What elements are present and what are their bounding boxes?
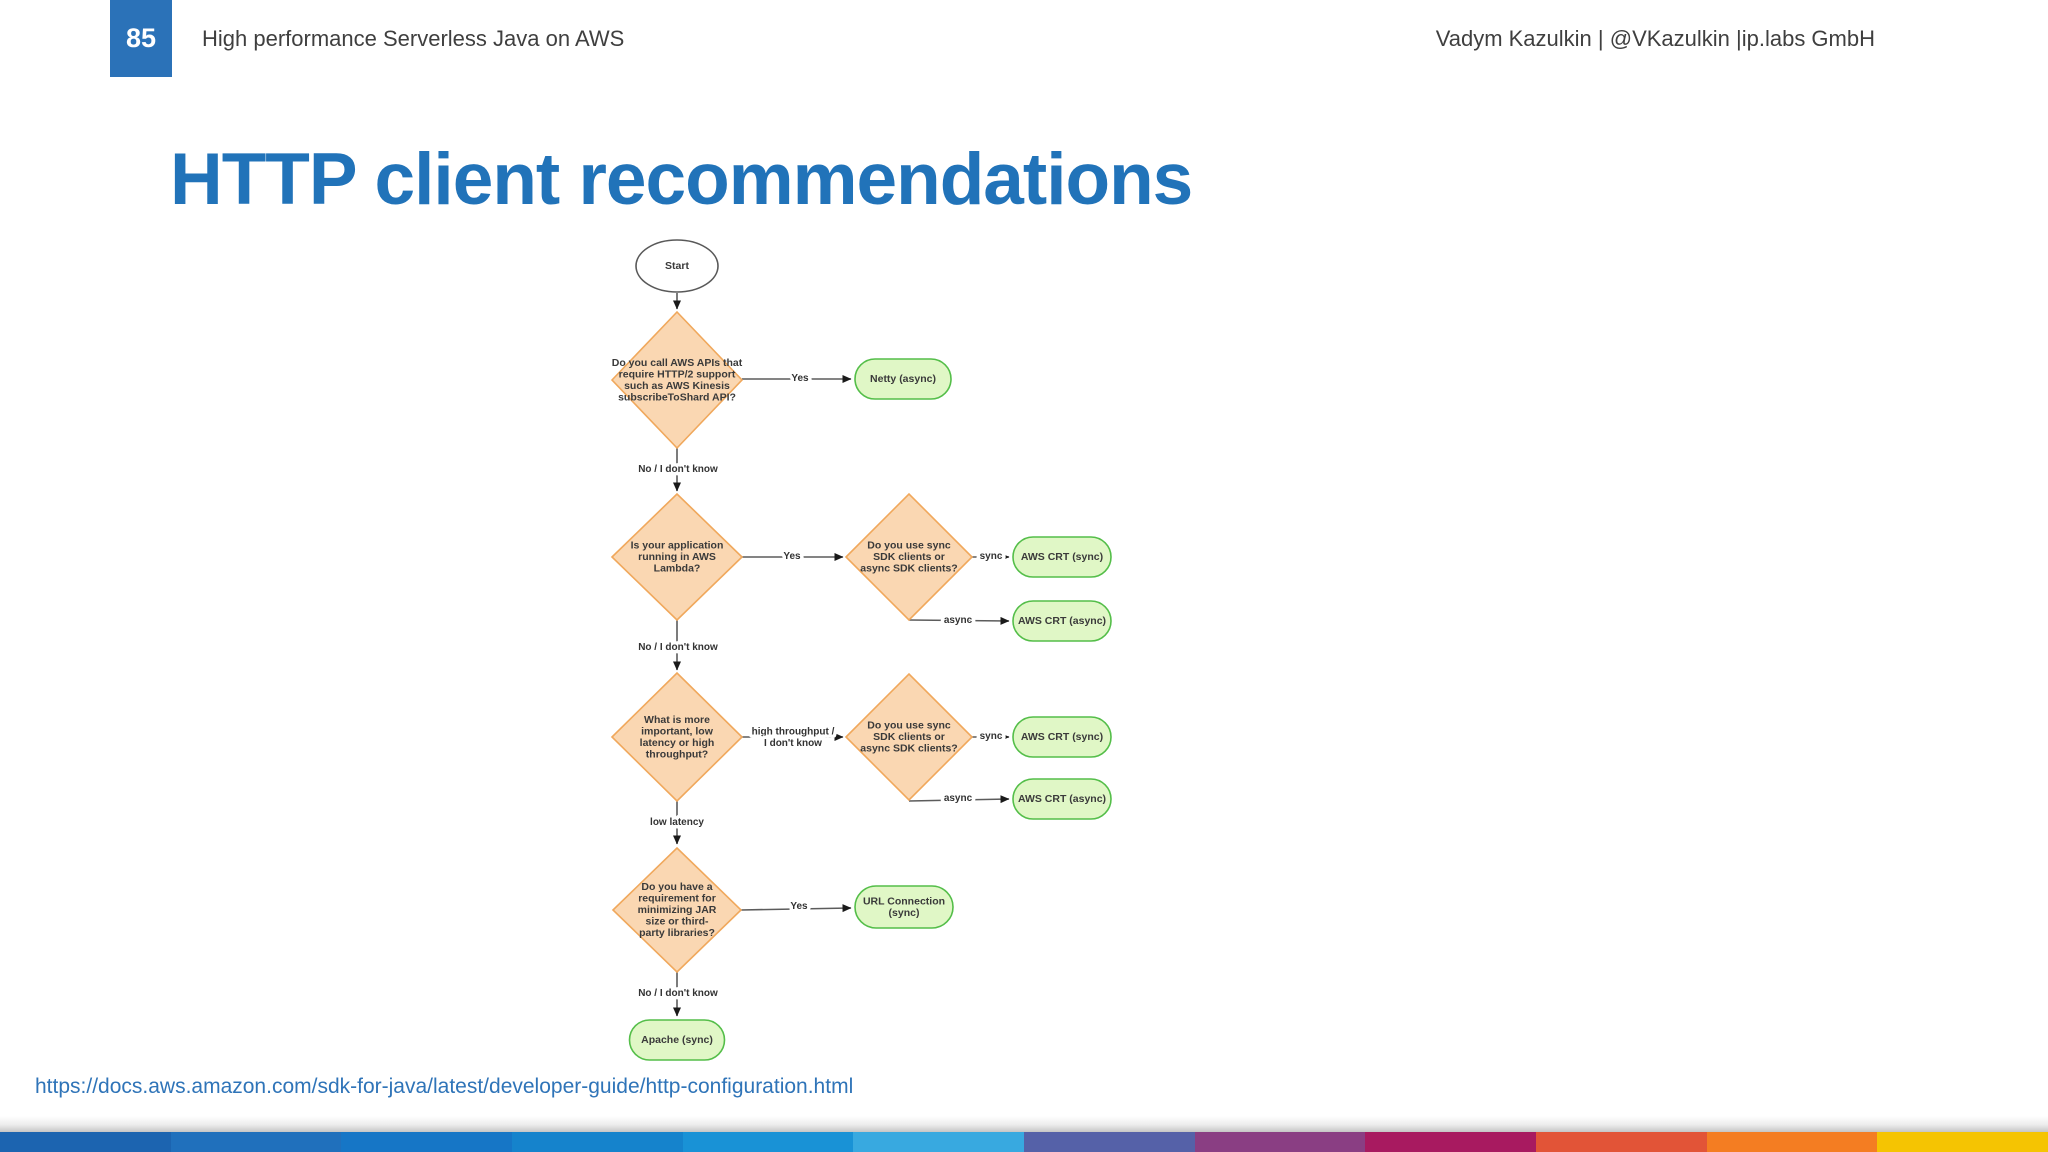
node-netty-async <box>854 358 952 400</box>
edge-label-jar-no: No / I don't know <box>638 988 718 999</box>
node-q-sync-async-1 <box>844 492 974 622</box>
node-label-start: Start <box>665 260 689 272</box>
edge-label-jar-yes: Yes <box>790 901 808 912</box>
node-aws-crt-async-1 <box>1012 600 1112 642</box>
node-start <box>635 239 719 293</box>
node-aws-crt-async-2 <box>1012 778 1112 820</box>
node-label-url-connection-sync: URL Connection(sync) <box>863 895 945 919</box>
node-label-aws-crt-async-1: AWS CRT (async) <box>1018 615 1106 627</box>
stripe-segment-1 <box>0 1132 171 1152</box>
stripe-segment-8 <box>1194 1132 1366 1152</box>
node-apache-sync <box>628 1019 726 1061</box>
deck-title: High performance Serverless Java on AWS <box>202 25 625 51</box>
node-label-aws-crt-sync-1: AWS CRT (sync) <box>1021 551 1103 563</box>
edge-label-sync2: sync <box>980 731 1003 742</box>
stripe-segment-6 <box>853 1132 1025 1152</box>
node-q-sync-async-2 <box>844 672 974 802</box>
node-q-lambda <box>610 492 744 622</box>
stripe-segment-12 <box>1877 1132 2048 1152</box>
node-url-connection-sync <box>854 885 954 929</box>
node-aws-crt-sync-1 <box>1012 536 1112 578</box>
stripe-segment-9 <box>1365 1132 1537 1152</box>
node-label-netty-async: Netty (async) <box>870 373 936 385</box>
stripe-segment-2 <box>170 1132 342 1152</box>
stripe-segment-10 <box>1536 1132 1707 1152</box>
stripe-segment-5 <box>682 1132 854 1152</box>
edge-async2 <box>908 795 1010 804</box>
stripe-segment-4 <box>512 1132 683 1152</box>
source-link[interactable]: https://docs.aws.amazon.com/sdk-for-java… <box>35 1075 854 1098</box>
stripe-segment-11 <box>1706 1132 1878 1152</box>
node-q-latency <box>610 671 744 803</box>
node-label-aws-crt-async-2: AWS CRT (async) <box>1018 793 1106 805</box>
edge-async1 <box>908 616 1010 625</box>
slide-number-badge: 85 <box>110 0 172 77</box>
node-q-jar-size <box>611 846 743 974</box>
node-label-aws-crt-sync-2: AWS CRT (sync) <box>1021 731 1103 743</box>
edge-label-lambda-yes: Yes <box>783 551 801 562</box>
edge-label-http2-no: No / I don't know <box>638 464 718 475</box>
edge-label-sync1: sync <box>980 551 1003 562</box>
flowchart-edges <box>673 293 1010 1017</box>
edge-label-async2: async <box>944 793 973 804</box>
edge-jar-yes <box>740 904 852 913</box>
edge-label-async1: async <box>944 615 973 626</box>
edge-label-low-latency: low latency <box>650 817 704 828</box>
edge-label-http2-yes: Yes <box>791 373 809 384</box>
edge-label-lambda-no: No / I don't know <box>638 642 718 653</box>
node-label-apache-sync: Apache (sync) <box>641 1034 713 1046</box>
node-aws-crt-sync-2 <box>1012 716 1112 758</box>
page-title: HTTP client recommendations <box>170 139 1193 220</box>
stripe-segment-3 <box>341 1132 513 1152</box>
footer-shadow <box>0 1116 2048 1132</box>
stripe-segment-7 <box>1024 1132 1195 1152</box>
node-q-http2 <box>610 310 744 450</box>
edge-label-high-throughput: high throughput /I don't know <box>752 726 835 749</box>
footer-color-stripe <box>0 1132 2048 1152</box>
author-credit: Vadym Kazulkin | @VKazulkin |ip.labs Gmb… <box>1435 25 1875 51</box>
